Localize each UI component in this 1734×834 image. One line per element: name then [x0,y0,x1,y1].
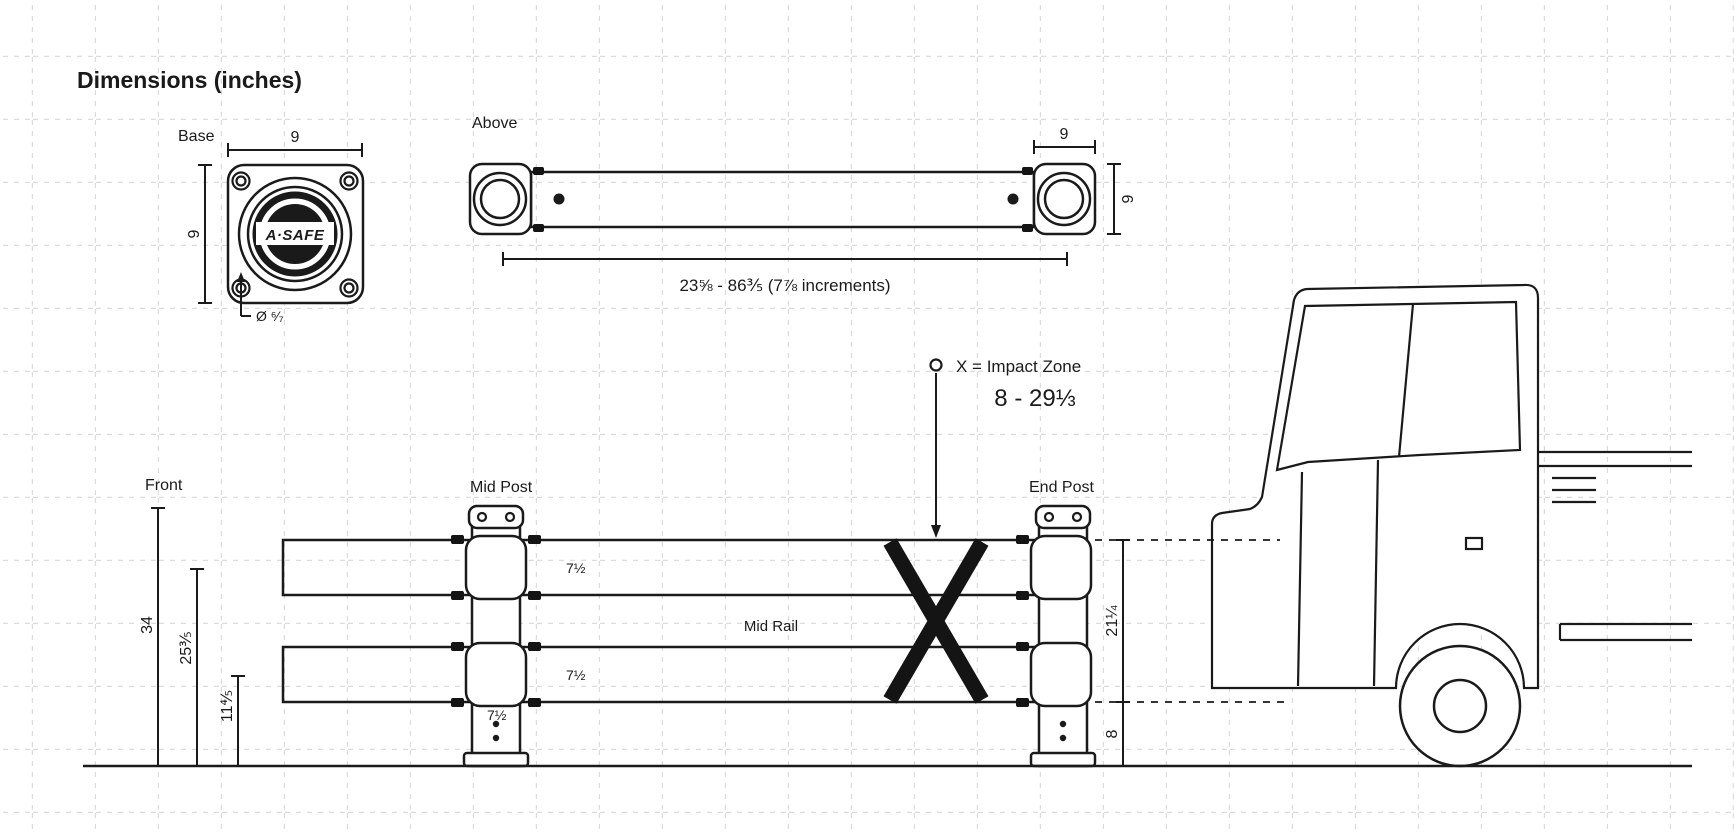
impact-height-dimensions: 21¼ 8 [1095,539,1287,766]
rail-pin-left [553,193,565,205]
impact-zone-legend: X = Impact Zone [956,357,1081,376]
impact-arrowhead [931,525,941,538]
top-rail-height-value: 7½ [566,560,586,576]
above-left-post [468,162,533,236]
page-title: Dimensions (inches) [77,67,302,93]
base-hole-value: Ø ⁶⁄₇ [256,308,284,324]
top-rail-center-value: 25⅗ [178,631,195,664]
mid-post-connectors [464,534,528,708]
bottom-rail-center-dimension: 11⅘ [219,675,245,766]
truck-door-handle [1464,536,1484,551]
bottom-rail-height-value: 7½ [566,667,586,683]
rail-pin-right [1007,193,1019,205]
base-view-label: Base [178,128,215,145]
end-post-cap [1034,504,1092,530]
leader-origin-circle [929,358,943,372]
asafe-logo-text: A·SAFE [265,227,325,244]
base-width-dimension: 9 [227,129,363,157]
above-view-label: Above [472,115,517,132]
top-rail-center-dimension: 25⅗ [178,568,204,766]
front-clamp-tabs [451,535,1029,707]
above-post-depth-dimension: 9 [1107,163,1137,235]
above-length-value: 23⅝ - 86⅗ (7⅞ increments) [679,276,890,295]
truck-window-pillar [1397,303,1415,458]
impact-zone-range: 8 - 29⅓ [994,385,1075,412]
overall-height-value: 34 [139,616,156,634]
truck-cab-window [1275,300,1522,472]
impact-top-value: 21¼ [1104,605,1121,637]
base-bolt-holes [231,171,359,298]
mid-post-label: Mid Post [470,479,533,496]
truck-illustration [1210,283,1692,768]
above-post-width-value: 9 [1060,126,1069,143]
base-view: Base 9 9 A [178,128,365,324]
base-hole-callout: Ø ⁶⁄₇ [237,272,284,324]
rail-depth-value: 7½ [487,707,507,723]
asafe-logo: A·SAFE [237,176,353,292]
overall-height-dimension: 34 [139,507,165,766]
base-height-value: 9 [186,229,203,238]
base-height-dimension: 9 [186,164,212,304]
mid-post-cap [467,504,525,530]
truck-wheel-hub [1432,678,1488,734]
impact-bottom-value: 8 [1104,729,1121,738]
impact-zone-x-marker [883,538,989,704]
above-length-dimension: 23⅝ - 86⅗ (7⅞ increments) [502,252,1068,295]
bottom-rail-center-value: 11⅘ [219,690,236,722]
front-view: Front 34 25⅗ 11⅘ Mid Post End Post [139,477,1097,768]
base-width-value: 9 [291,129,300,146]
end-post-label: End Post [1029,479,1094,496]
above-view: Above 9 [468,115,1137,295]
above-clamp-tabs [533,167,1033,232]
front-view-label: Front [145,477,183,494]
above-right-post [1032,162,1097,236]
impact-zone-callout: X = Impact Zone 8 - 29⅓ [929,357,1081,538]
mid-rail-label: Mid Rail [744,618,798,635]
end-post-connectors [1029,534,1093,708]
above-post-width-dimension: 9 [1033,126,1096,154]
above-post-depth-value: 9 [1120,194,1137,203]
